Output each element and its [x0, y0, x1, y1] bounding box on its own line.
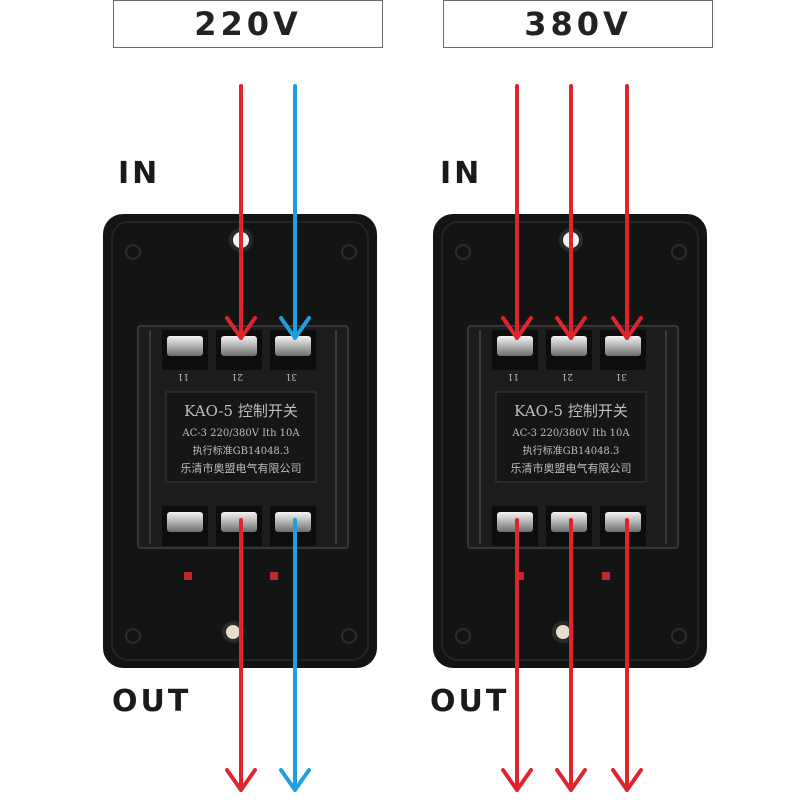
corner-screw	[671, 628, 687, 644]
corner-screw	[455, 244, 471, 260]
terminal-screw	[167, 512, 203, 532]
switch-maker-text: 乐清市奥盟电气有限公司	[181, 461, 302, 475]
switch-maker-text: 乐清市奥盟电气有限公司	[511, 461, 632, 475]
terminal-screw	[167, 336, 203, 356]
terminal-number: 31	[616, 371, 627, 381]
switch-220v: 11 21 31 KAO-5 控制开关 AC-3 220/380V Ith 10…	[103, 214, 377, 668]
voltage-label-220: 220V	[113, 0, 383, 48]
indicator-notch	[602, 572, 610, 580]
terminal-number: 31	[286, 371, 297, 381]
switch-rating-text: AC-3 220/380V Ith 10A	[511, 428, 630, 439]
terminal-screw	[551, 336, 587, 356]
terminal-screw	[497, 336, 533, 356]
voltage-label-380: 380V	[443, 0, 713, 48]
label-plate	[165, 391, 317, 483]
switch-standard-text: 执行标准GB14048.3	[523, 444, 620, 457]
switch-standard-text: 执行标准GB14048.3	[193, 444, 290, 457]
corner-screw	[671, 244, 687, 260]
terminal-screw	[605, 336, 641, 356]
corner-screw	[341, 628, 357, 644]
switch-rating-text: AC-3 220/380V Ith 10A	[181, 428, 300, 439]
corner-screw	[455, 628, 471, 644]
terminal-screw	[221, 336, 257, 356]
switch-380v: 11 21 31 KAO-5 控制开关 AC-3 220/380V Ith 10…	[433, 214, 707, 668]
corner-screw	[341, 244, 357, 260]
terminal-number: 11	[508, 371, 519, 381]
switch-model-text: KAO-5 控制开关	[184, 402, 298, 420]
out-label-right: OUT	[430, 684, 510, 719]
in-label-left: IN	[118, 156, 161, 191]
terminal-number: 21	[562, 371, 573, 381]
out-label-left: OUT	[112, 684, 192, 719]
label-plate	[495, 391, 647, 483]
indicator-notch	[516, 572, 524, 580]
terminal-number: 11	[178, 371, 189, 381]
switch-model-text: KAO-5 控制开关	[514, 402, 628, 420]
phase-wire-left	[225, 84, 257, 792]
terminal-number: 21	[232, 371, 243, 381]
terminal-screw	[605, 512, 641, 532]
neutral-wire-left	[279, 84, 311, 792]
phase-wire-right-3	[611, 84, 643, 792]
corner-screw	[125, 244, 141, 260]
terminal-screw	[275, 336, 311, 356]
in-label-right: IN	[440, 156, 483, 191]
corner-screw	[125, 628, 141, 644]
indicator-notch	[270, 572, 278, 580]
indicator-notch	[184, 572, 192, 580]
phase-wire-right-1	[501, 84, 533, 792]
phase-wire-right-2	[555, 84, 587, 792]
